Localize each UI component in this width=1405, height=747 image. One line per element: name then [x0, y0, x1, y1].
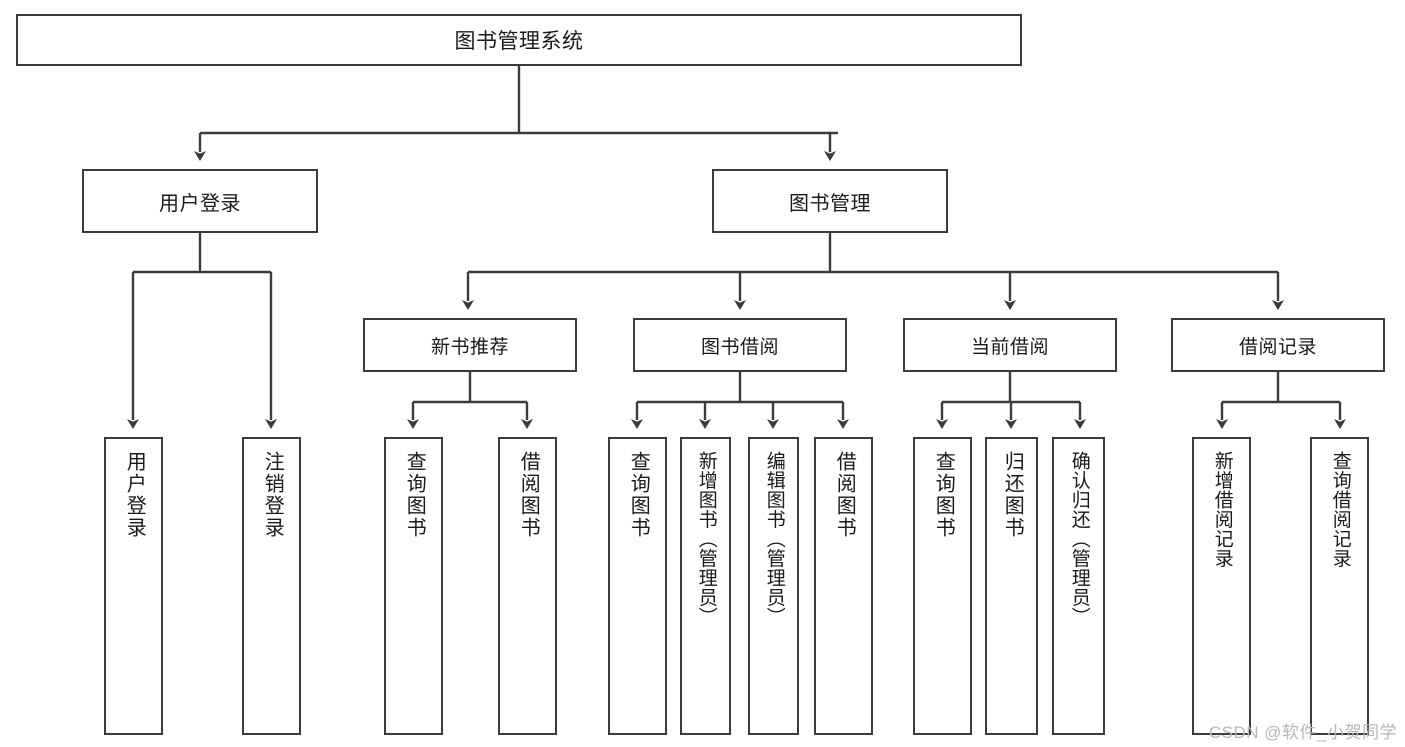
node-new-book-recommend[interactable]: 新书推荐 [363, 318, 577, 372]
leaf-query-borrow-record[interactable]: 查询借阅记录 [1310, 437, 1369, 735]
node-label: 用户登录 [123, 451, 146, 539]
leaf-edit-book-admin[interactable]: 编辑图书（管理员） [748, 437, 799, 735]
node-label: 图书管理系统 [454, 30, 584, 53]
leaf-query-book-borrow[interactable]: 查询图书 [608, 437, 667, 735]
leaf-borrow-book[interactable]: 借阅图书 [814, 437, 873, 735]
leaf-return-book[interactable]: 归还图书 [985, 437, 1038, 735]
leaf-add-borrow-record[interactable]: 新增借阅记录 [1192, 437, 1251, 735]
node-label: 借阅图书 [833, 451, 856, 539]
node-label: 新增图书（管理员） [695, 451, 717, 627]
node-label: 借阅图书 [517, 451, 540, 539]
leaf-logout[interactable]: 注销登录 [242, 437, 301, 735]
node-root-system[interactable]: 图书管理系统 [16, 14, 1022, 66]
node-label: 图书借阅 [700, 336, 779, 358]
node-label: 编辑图书（管理员） [763, 451, 785, 627]
node-book-management[interactable]: 图书管理 [712, 169, 948, 233]
node-label: 查询图书 [932, 451, 955, 539]
leaf-confirm-return-admin[interactable]: 确认归还（管理员） [1052, 437, 1105, 735]
node-label: 新书推荐 [430, 336, 509, 358]
csdn-watermark: CSDN @软件_小贺同学 [1208, 723, 1397, 742]
node-label: 查询图书 [627, 451, 650, 539]
node-label: 新增借阅记录 [1211, 451, 1233, 568]
node-label: 当前借阅 [970, 336, 1049, 358]
node-label: 图书管理 [789, 192, 871, 215]
leaf-user-login[interactable]: 用户登录 [104, 437, 163, 735]
node-user-login[interactable]: 用户登录 [82, 169, 318, 233]
node-label: 注销登录 [261, 451, 284, 539]
node-label: 查询借阅记录 [1329, 451, 1351, 568]
node-label: 借阅记录 [1238, 336, 1317, 358]
node-label: 归还图书 [1001, 451, 1024, 539]
node-label: 查询图书 [403, 451, 426, 539]
node-label: 确认归还（管理员） [1068, 451, 1090, 627]
node-label: 用户登录 [159, 192, 241, 215]
leaf-add-book-admin[interactable]: 新增图书（管理员） [680, 437, 731, 735]
node-borrow-record[interactable]: 借阅记录 [1171, 318, 1385, 372]
leaf-query-book-rec[interactable]: 查询图书 [384, 437, 443, 735]
node-book-borrow[interactable]: 图书借阅 [633, 318, 847, 372]
node-current-borrow[interactable]: 当前借阅 [903, 318, 1117, 372]
leaf-borrow-book-rec[interactable]: 借阅图书 [498, 437, 557, 735]
leaf-query-book-current[interactable]: 查询图书 [913, 437, 972, 735]
